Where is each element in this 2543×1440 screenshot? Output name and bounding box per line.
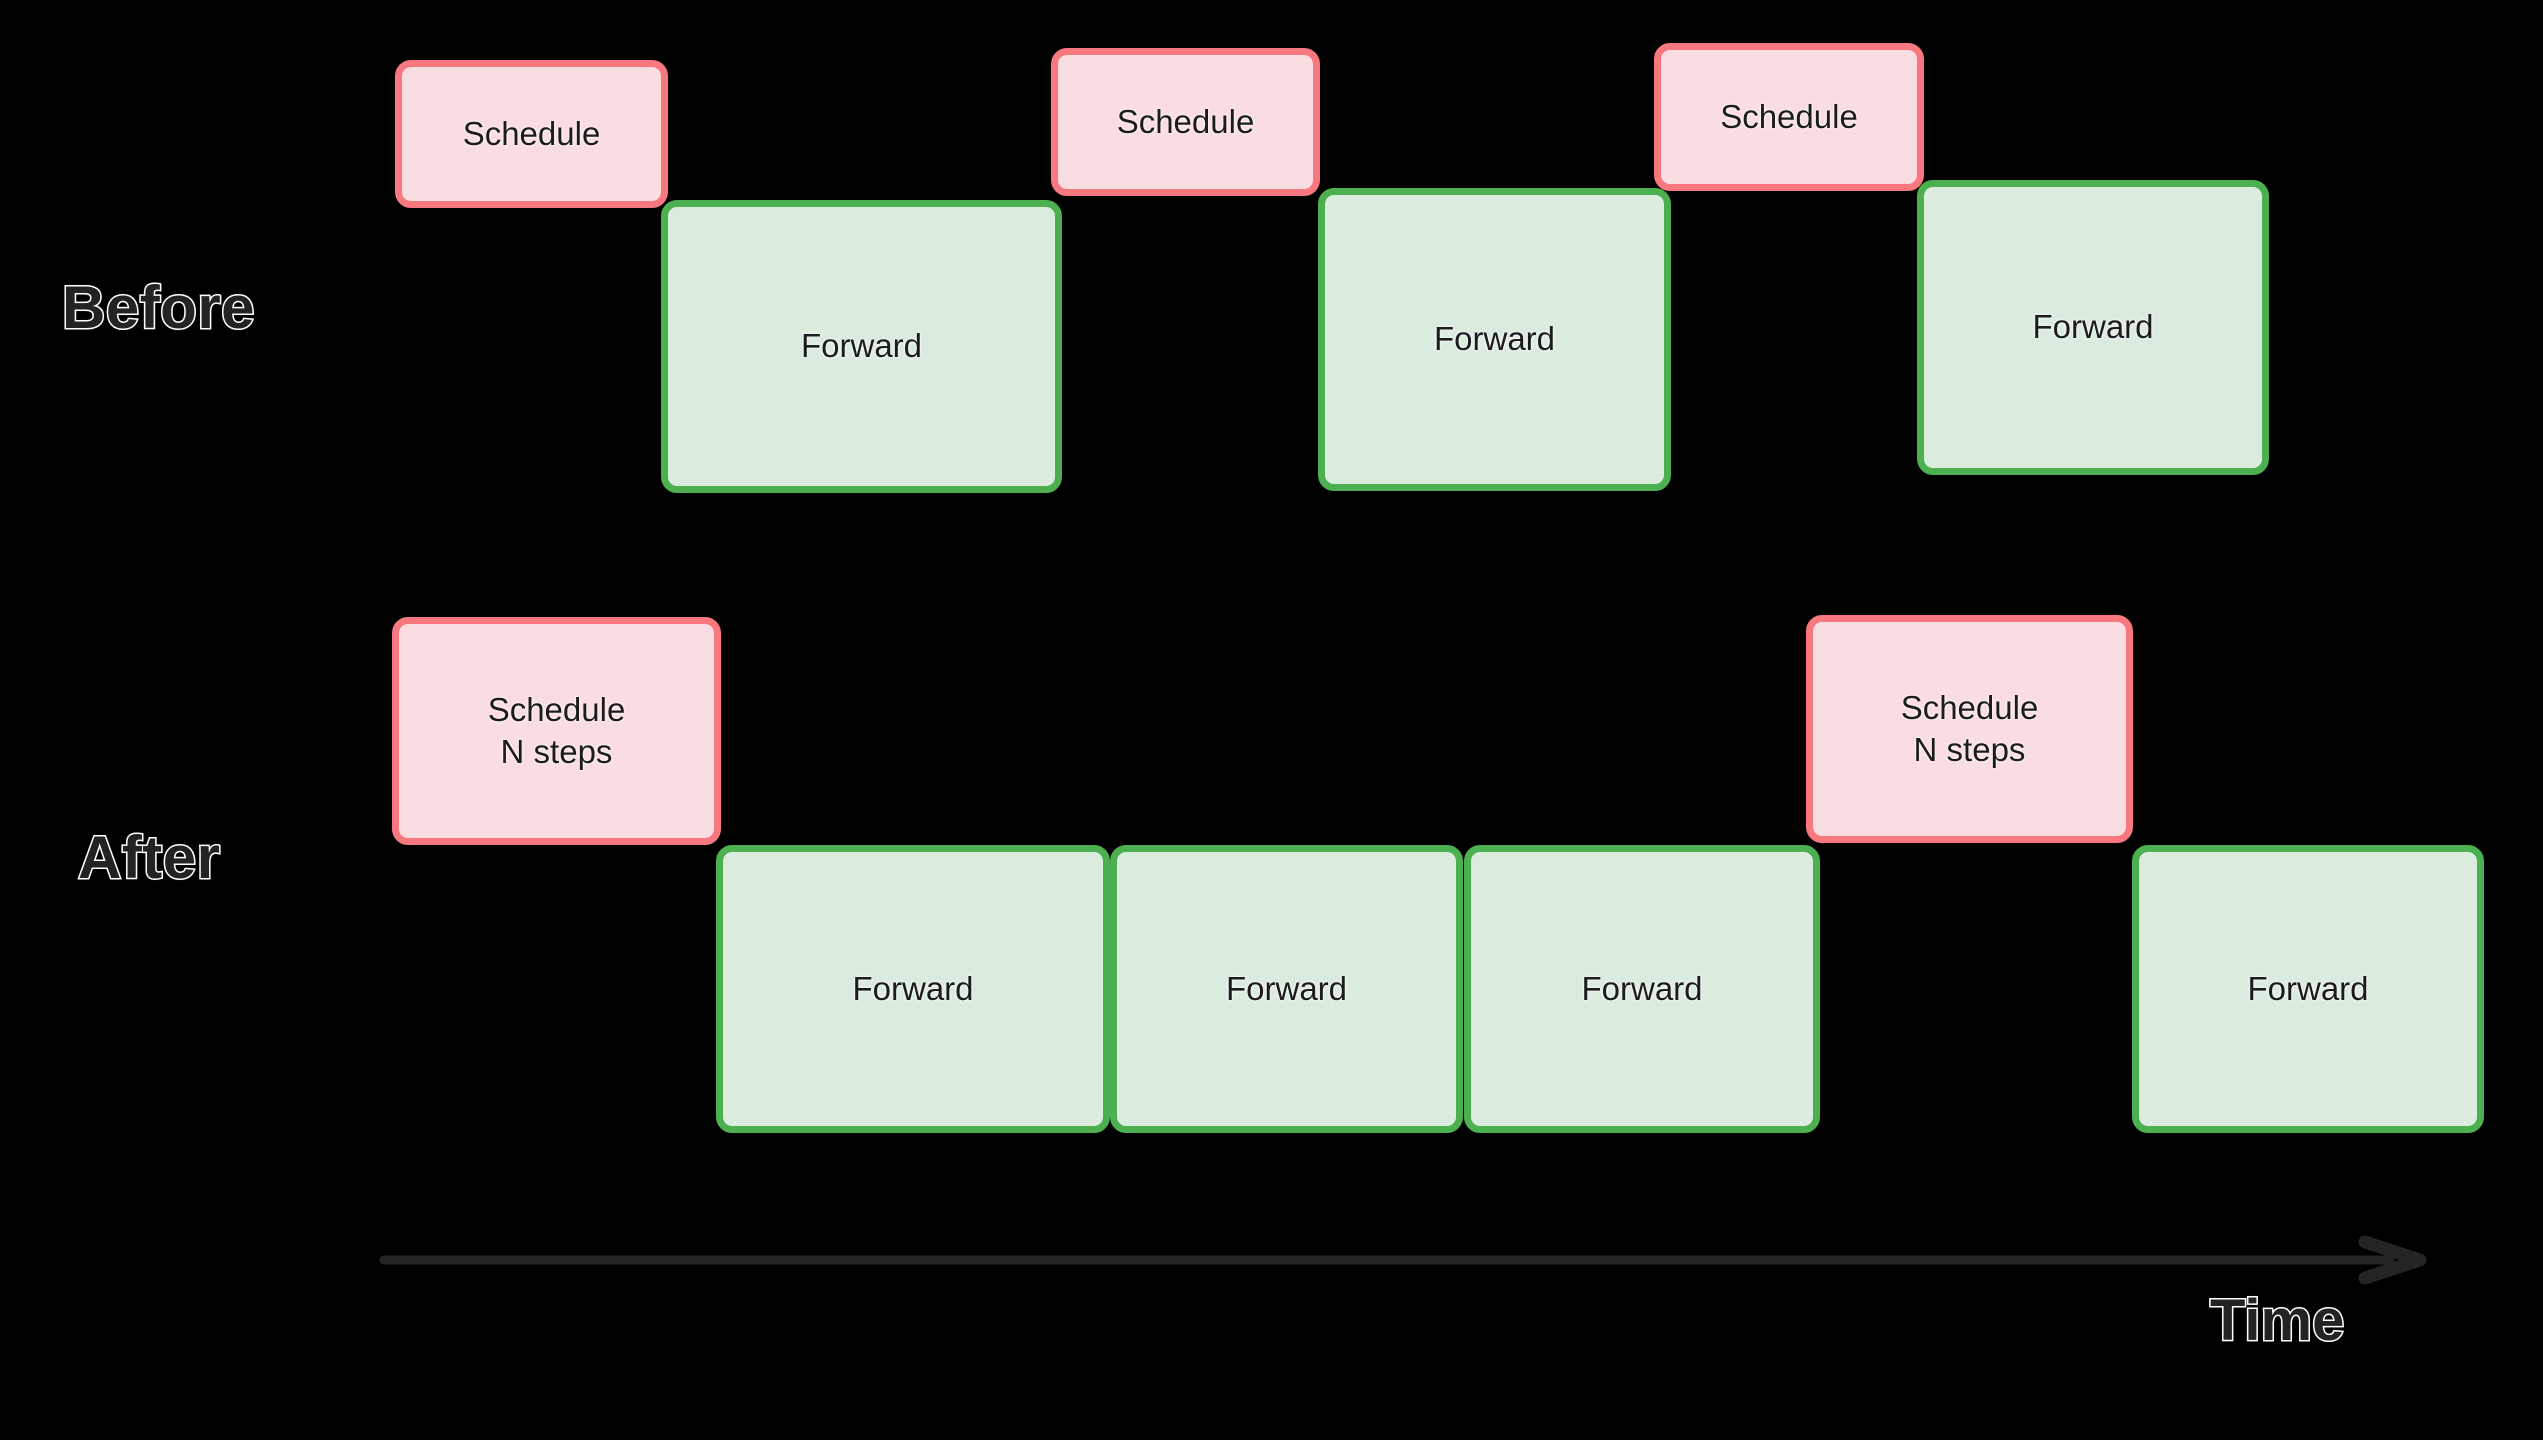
node-label: Forward <box>800 327 923 365</box>
after-forward-box-3[interactable]: Forward <box>1110 845 1463 1133</box>
after-forward-box-6[interactable]: Forward <box>2132 845 2484 1133</box>
after-schedule-box-1[interactable]: Schedule N steps <box>392 617 721 845</box>
node-label: Forward <box>1225 969 1348 1007</box>
node-label: Schedule N steps <box>487 690 626 770</box>
time-axis-arrow <box>379 1235 2427 1285</box>
before-schedule-box-1[interactable]: Schedule <box>395 60 668 208</box>
after-forward-box-2[interactable]: Forward <box>716 845 1110 1133</box>
before-schedule-box-3[interactable]: Schedule <box>1051 48 1320 196</box>
row-label-after: After <box>77 824 222 891</box>
after-forward-box-4[interactable]: Forward <box>1464 845 1820 1133</box>
time-axis-arrowhead <box>2358 1235 2427 1285</box>
node-label: Forward <box>2032 308 2154 346</box>
before-schedule-box-5[interactable]: Schedule <box>1654 43 1924 191</box>
node-label: Schedule N steps <box>1900 688 2039 768</box>
after-schedule-box-5[interactable]: Schedule N steps <box>1806 615 2133 843</box>
node-label: Forward <box>1581 969 1703 1007</box>
node-label: Forward <box>2247 969 2369 1007</box>
time-axis-label: Time <box>2208 1288 2345 1353</box>
node-label: Forward <box>1433 320 1556 358</box>
node-label: Schedule <box>462 114 601 152</box>
node-label: Forward <box>852 969 974 1007</box>
node-label: Schedule <box>1116 102 1255 140</box>
node-label: Schedule <box>1720 97 1858 135</box>
before-forward-box-6[interactable]: Forward <box>1917 180 2269 475</box>
before-forward-box-2[interactable]: Forward <box>661 200 1062 493</box>
row-label-before: Before <box>60 274 256 341</box>
before-forward-box-4[interactable]: Forward <box>1318 188 1671 491</box>
